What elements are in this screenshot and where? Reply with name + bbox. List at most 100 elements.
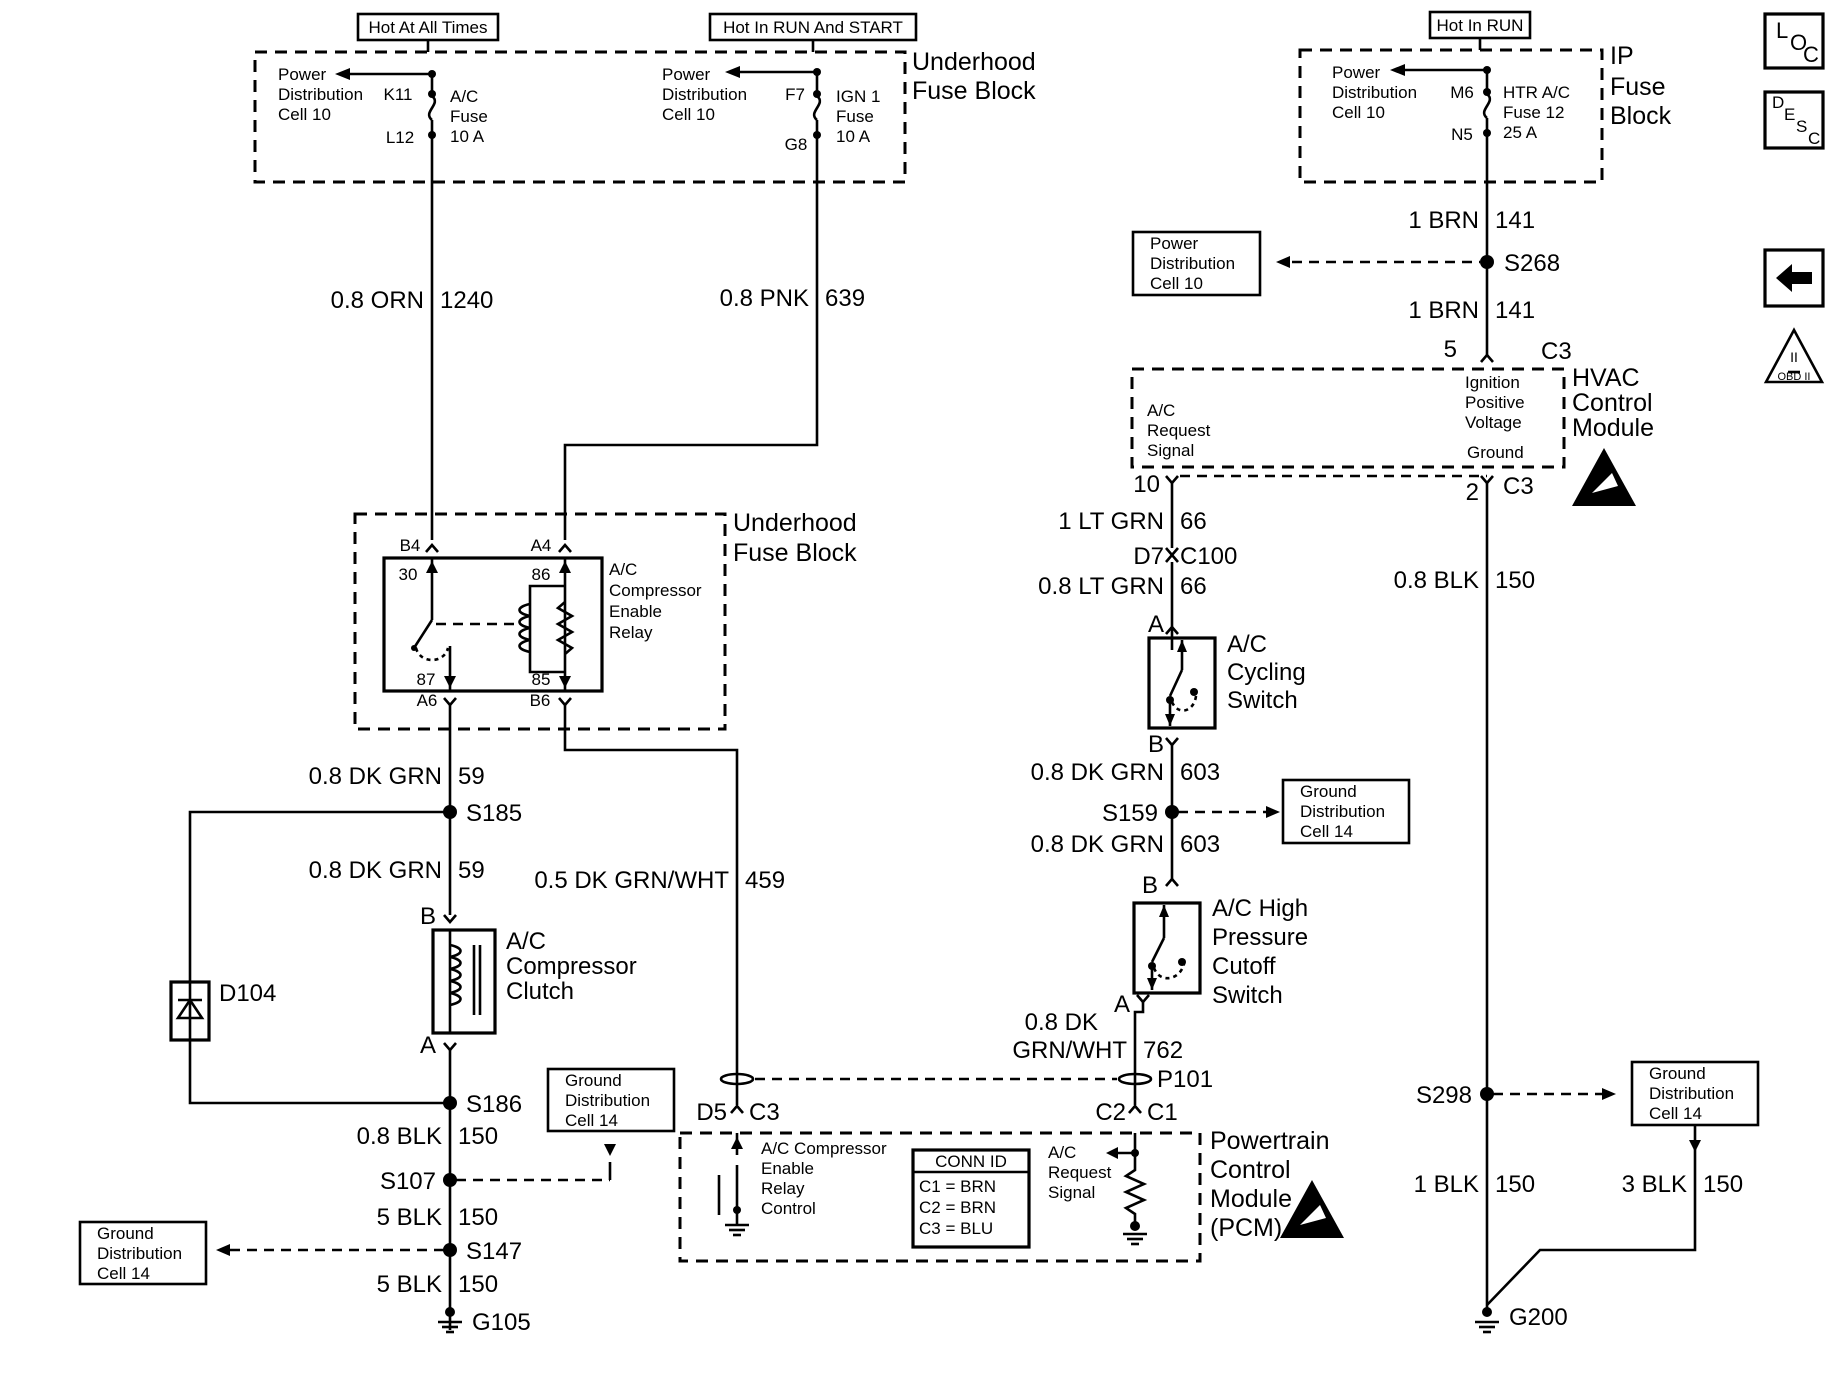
ground-distribution-ref-s159[interactable]: Ground Distribution Cell 14 <box>1281 778 1411 845</box>
diagram-label: Cell 14 <box>565 1111 618 1130</box>
ac-high-pressure-cutoff-switch: B A A/C High Pressure Cutoff Switch <box>1114 872 1308 1018</box>
splice-s298 <box>1480 1087 1494 1101</box>
diagram-label: Fuse Block <box>733 539 857 567</box>
underhood-fuse-block-top: Underhood Fuse Block Power Distribution … <box>253 48 1036 184</box>
diagram-label: C3 <box>1541 338 1572 365</box>
diagram-label: 5 BLK <box>377 1204 442 1231</box>
diagram-label: A/C <box>609 560 637 579</box>
fuse-htr-icon <box>1482 92 1492 120</box>
splice-s268 <box>1480 255 1494 269</box>
diagram-label: 66 <box>1180 508 1207 535</box>
diagram-label: 0.8 DK GRN <box>1031 831 1164 858</box>
diagram-label: 141 <box>1495 207 1535 234</box>
diagram-label: A/C High <box>1212 895 1308 922</box>
diagram-label: Enable <box>609 602 662 621</box>
diagram-label: P101 <box>1157 1066 1213 1093</box>
diagram-label: 150 <box>1495 567 1535 594</box>
ground-distribution-ref-s107[interactable]: Ground Distribution Cell 14 <box>546 1067 676 1133</box>
splice-s107 <box>443 1173 457 1187</box>
diagram-label: Relay <box>761 1179 805 1198</box>
diagram-label: Hot At All Times <box>368 18 487 37</box>
diagram-label: C3 <box>749 1099 780 1126</box>
diagram-label: Control <box>1572 389 1653 417</box>
relay-resistor-icon <box>555 601 575 655</box>
diagram-label: O <box>1790 30 1807 55</box>
diagram-label: S186 <box>466 1091 522 1118</box>
diagram-label: 0.8 PNK <box>720 285 809 312</box>
diagram-label: Distribution <box>278 85 363 104</box>
diagram-label: Control <box>1210 1156 1291 1184</box>
diagram-label: 0.5 DK GRN/WHT <box>534 867 729 894</box>
diagram-label: A6 <box>417 691 438 710</box>
diagram-label: D104 <box>219 980 276 1007</box>
ac-cycling-switch: A B A/C Cycling Switch <box>1147 611 1306 758</box>
diagram-label: 59 <box>458 763 485 790</box>
diagram-label: A <box>420 1032 436 1059</box>
diagram-label: Fuse <box>1610 73 1666 101</box>
diagram-label: 1 LT GRN <box>1058 508 1164 535</box>
diagram-label: Fuse <box>836 107 874 126</box>
loc-icon[interactable]: L O C <box>1763 12 1825 70</box>
esd-warning-icon <box>1572 448 1636 506</box>
diagram-label: Power <box>1332 63 1381 82</box>
diagram-label: 0.8 BLK <box>357 1123 442 1150</box>
diagram-label: C2 = BRN <box>919 1198 996 1217</box>
diagram-label: S107 <box>380 1168 436 1195</box>
diagram-label: Relay <box>609 623 653 642</box>
diagram-label: B4 <box>400 536 421 555</box>
diagram-label: Underhood <box>912 48 1036 76</box>
diagram-label: 150 <box>458 1204 498 1231</box>
diagram-label: 1 BRN <box>1408 207 1479 234</box>
diagram-label: 603 <box>1180 759 1220 786</box>
diagram-label: Cell 14 <box>97 1264 150 1283</box>
diagram-label: OBD II <box>1777 371 1810 383</box>
diagram-label: 2 <box>1466 479 1479 506</box>
pcm-module: P101 D5 C3 C2 C1 Powertrain Control Modu… <box>678 1040 1344 1263</box>
diagram-label: 0.8 ORN <box>331 287 424 314</box>
diode-d104: D104 <box>169 980 276 1042</box>
diagram-label: B <box>420 903 436 930</box>
diagram-label: 0.8 BLK <box>1394 567 1479 594</box>
diagram-label: 1 BLK <box>1414 1171 1479 1198</box>
diagram-label: A/C <box>1227 631 1267 658</box>
diagram-label: A4 <box>531 536 552 555</box>
diagram-label: 1 BRN <box>1408 297 1479 324</box>
diagram-label: Power <box>662 65 711 84</box>
diagram-label: Powertrain <box>1210 1127 1330 1155</box>
diagram-label: Distribution <box>1150 254 1235 273</box>
diagram-label: A/C <box>450 87 478 106</box>
diagram-label: K11 <box>384 85 413 104</box>
header-hot-at-all-times: Hot At All Times <box>356 12 500 42</box>
ground-distribution-ref-s147[interactable]: Ground Distribution Cell 14 <box>78 1220 208 1286</box>
ground-distribution-ref-s298[interactable]: Ground Distribution Cell 14 <box>1630 1060 1760 1127</box>
power-distribution-ref-s268[interactable]: Power Distribution Cell 10 <box>1131 230 1262 297</box>
diagram-label: Switch <box>1227 687 1298 714</box>
diagram-label: Clutch <box>506 978 574 1005</box>
diagram-label: Hot In RUN <box>1437 16 1524 35</box>
diagram-label: C1 = BRN <box>919 1177 996 1196</box>
diagram-label: C <box>1808 129 1820 148</box>
header-hot-in-run: Hot In RUN <box>1428 10 1532 40</box>
clutch-coil-icon <box>449 943 462 1007</box>
fuse-ign-icon <box>812 94 822 122</box>
diagram-label: 150 <box>1703 1171 1743 1198</box>
diagram-label: 0.8 DK GRN <box>309 763 442 790</box>
diagram-label: Distribution <box>565 1091 650 1110</box>
diagram-label: Power <box>278 65 327 84</box>
back-arrow-button[interactable] <box>1763 248 1825 308</box>
diagram-label: Fuse <box>450 107 488 126</box>
desc-icon[interactable]: D E S C <box>1763 90 1825 150</box>
arrow-left-icon <box>1390 64 1405 76</box>
diagram-label: IP <box>1610 42 1634 70</box>
diagram-label: II <box>1790 349 1798 365</box>
diagram-label: 66 <box>1180 573 1207 600</box>
hvac-control-module: HVAC Control Module Ignition Positive Vo… <box>1130 364 1654 506</box>
diagram-label: Distribution <box>662 85 747 104</box>
diagram-label: Ignition <box>1465 373 1520 392</box>
diagram-label: Module <box>1210 1185 1292 1213</box>
diagram-label: Compressor <box>609 581 702 600</box>
diagram-label: Hot In RUN And START <box>723 18 903 37</box>
diagram-label: 1240 <box>440 287 493 314</box>
